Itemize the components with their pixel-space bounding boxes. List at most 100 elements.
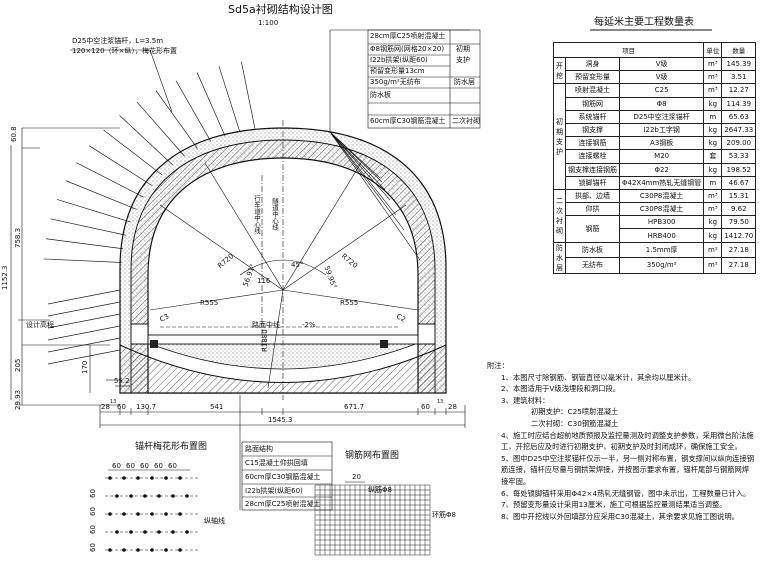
anchor-bolt xyxy=(88,145,153,186)
table-unit: m³ xyxy=(703,83,723,98)
table-item: 锁脚锚杆 xyxy=(565,175,620,190)
table-item: 预留变形量 xyxy=(565,70,620,85)
lining-group-2: 支护 xyxy=(456,56,470,64)
table-group: 防水层 xyxy=(553,241,566,274)
table-item: 钢筋网 xyxy=(565,96,620,111)
lining-item-3: Ⅰ22b拱架(纵距60) xyxy=(370,56,428,64)
note-7: 7、预留变形量设计采用13厘米，施工可根据监控量测结果适当调整。 xyxy=(501,500,727,510)
table-spec: C25 xyxy=(618,83,705,98)
table-unit: m² xyxy=(703,257,723,274)
notes-title: 附注： xyxy=(487,361,509,370)
table-qty: 198.52 xyxy=(721,162,757,177)
anchor-dot xyxy=(157,530,161,534)
anchor-dot xyxy=(108,476,112,480)
anchor-bolts xyxy=(43,61,256,365)
lining-label-box xyxy=(367,29,481,129)
tunnel-centerline-label: 隧道中心线 xyxy=(270,198,279,231)
note-3a: 初期支护：C25喷射混凝土 xyxy=(531,407,619,417)
table-unit: 套 xyxy=(703,149,723,164)
anchor-dot xyxy=(122,476,126,480)
side-dim-2: 1152.3 xyxy=(1,265,9,291)
notes: 附注： 1、本图尺寸除钢筋、钢管直径以毫米计，其余均以厘米计。 2、本图适用于Ⅴ… xyxy=(487,360,755,522)
bottom-dim-8: 28 xyxy=(448,403,457,411)
bottom-dim-0: 28 xyxy=(101,403,110,411)
road-layer-2: 60cm厚C30钢筋混凝土 xyxy=(245,473,321,481)
anchor-bolt xyxy=(65,180,137,210)
mesh-plan-label-b: 环筋Φ8 xyxy=(432,511,456,519)
anchor-dot xyxy=(164,548,168,552)
table-unit: kg xyxy=(703,122,723,138)
table-spec: Φ42X4mm热轧无缝钢管 xyxy=(618,175,705,190)
r555-left: R555 xyxy=(200,299,219,307)
table-qty: 2647.33 xyxy=(721,122,757,138)
note-4: 4、施工时应结合超前地质预报及监控量测及时调整支护参数，采用微台阶法施工，开挖后… xyxy=(501,430,754,452)
anchor-dot xyxy=(178,512,182,516)
road-layer-4: 28cm厚C25喷射混凝土 xyxy=(245,500,321,508)
bottom-dim-1: 13 xyxy=(110,399,117,405)
anchor-plan-side-1: 60 xyxy=(88,507,97,516)
table-unit: m³ xyxy=(703,202,723,217)
table-qty: 53.33 xyxy=(721,149,757,164)
road-slope: -2% xyxy=(302,321,316,329)
table-unit: m³ xyxy=(703,188,723,204)
drawing-scale: 1:100 xyxy=(258,19,279,27)
table-group: 二次衬砌 xyxy=(553,188,566,243)
note-6: 6、每处锁脚锚杆采用Φ42×4热轧无缝钢管，图中未示出，工程数量已计入。 xyxy=(501,488,751,498)
bottom-dim-3: 130.7 xyxy=(136,403,157,411)
table-spec: C30P8混凝土 xyxy=(618,188,705,204)
anchor-dot xyxy=(115,530,119,534)
table-spec: Ⅴ级 xyxy=(618,70,705,85)
anchor-bolt xyxy=(47,349,121,365)
anchor-dot xyxy=(150,548,154,552)
table-qty: 46.67 xyxy=(721,175,757,190)
header-qty: 数量 xyxy=(721,42,757,58)
lining-item-4: 预留变形量13cm xyxy=(370,67,425,75)
table-group: 初期支护 xyxy=(553,83,566,190)
road-layers-title: 路面结构 xyxy=(245,445,273,453)
angle-2: 45° xyxy=(291,261,304,269)
driving-centerline-label: 行车道中心线 xyxy=(252,195,261,234)
table-item: 钢支撑连接钢筋 xyxy=(565,162,620,177)
table-qty: 9.62 xyxy=(721,202,757,217)
table-unit: kg xyxy=(703,136,723,151)
anchor-bolt xyxy=(241,61,256,129)
design-elevation-label: 设计高程 xyxy=(26,321,54,329)
table-spec: HPB300 xyxy=(618,215,705,230)
table-qty: 65.63 xyxy=(721,109,757,124)
anchor-bolt xyxy=(155,90,198,149)
road-layer-1: C15混凝土仰拱回填 xyxy=(245,459,308,467)
anchor-dot xyxy=(164,512,168,516)
header-unit: 单位 xyxy=(703,42,723,58)
mesh-plan-title: 钢筋网布置图 xyxy=(345,451,400,461)
table-qty: 27.18 xyxy=(721,241,757,259)
note-3b: 二次衬砌：C30钢筋混凝土 xyxy=(531,418,619,428)
r555-right: R555 xyxy=(340,299,359,307)
anchor-bolt xyxy=(119,115,173,166)
note-8: 8、图中开挖线以外回填部分应采用C30混凝土，其余要求见施工图说明。 xyxy=(501,511,739,521)
anchor-dot xyxy=(122,512,126,516)
anchor-dot xyxy=(171,530,175,534)
anchor-dot xyxy=(136,476,140,480)
anchor-bolt xyxy=(103,129,163,176)
table-spec: 350g/m² xyxy=(618,257,705,274)
anchor-bolt xyxy=(76,162,144,198)
anchor-bolt xyxy=(196,72,226,137)
anchor-bolt xyxy=(45,238,124,250)
anchor-dot xyxy=(129,494,133,498)
anchor-dot xyxy=(143,530,147,534)
table-unit: m xyxy=(703,175,723,190)
total-width: 1545.3 xyxy=(268,416,293,424)
lining-item-6: 防水板 xyxy=(370,91,391,99)
table-item: 仰拱 xyxy=(565,202,620,217)
note-5: 5、图中D25中空注浆锚杆仅示一半，另一侧对称布置，钢支撑间以纵向连接钢筋连接，… xyxy=(501,453,755,486)
table-item: 系统锚杆 xyxy=(565,109,620,124)
table-spec: Φ22 xyxy=(618,162,705,177)
road-layer-3: Ⅰ22b拱架(纵距60) xyxy=(245,487,303,495)
table-item: 拱部、边墙 xyxy=(565,188,620,204)
bottom-dim-6: 60 xyxy=(421,403,430,411)
